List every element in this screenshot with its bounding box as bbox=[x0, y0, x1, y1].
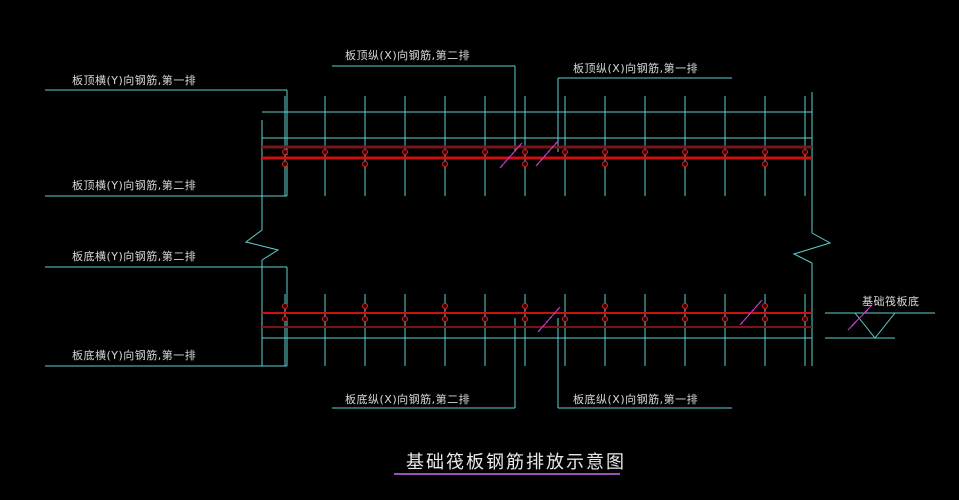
rebar-node-bottom-dense-0 bbox=[282, 316, 288, 322]
rebar-node-top-dense-1 bbox=[322, 149, 328, 155]
rebar-node-top-dense-12 bbox=[762, 149, 768, 155]
rebar-node-bottom-dense-1 bbox=[322, 316, 328, 322]
drawing-title: 基础筏板钢筋排放示意图 bbox=[406, 452, 626, 473]
rebar-node-top-sparse-3 bbox=[522, 161, 528, 167]
rebar-node-top-dense-13 bbox=[802, 149, 808, 155]
rebar-node-bottom-sparse-2 bbox=[442, 303, 448, 309]
rebar-node-bottom-dense-3 bbox=[402, 316, 408, 322]
rebar-node-top-sparse-6 bbox=[762, 161, 768, 167]
label-bottom-slab-y-rebar-row2: 板底横(Y)向钢筋,第二排 bbox=[72, 250, 197, 263]
rebar-node-top-sparse-1 bbox=[362, 161, 368, 167]
rebar-node-top-dense-10 bbox=[682, 149, 688, 155]
rebar-node-bottom-sparse-4 bbox=[602, 303, 608, 309]
rebar-node-top-dense-6 bbox=[522, 149, 528, 155]
magenta-tick-0 bbox=[499, 142, 523, 169]
magenta-tick-3 bbox=[847, 304, 873, 331]
rebar-node-bottom-dense-12 bbox=[762, 316, 768, 322]
break-symbol-left bbox=[244, 229, 280, 261]
rebar-node-bottom-dense-7 bbox=[562, 316, 568, 322]
rebar-node-top-sparse-0 bbox=[282, 161, 288, 167]
break-symbol-right bbox=[792, 232, 832, 264]
rebar-node-bottom-dense-5 bbox=[482, 316, 488, 322]
label-top-slab-x-rebar-row1: 板顶纵(X)向钢筋,第一排 bbox=[573, 62, 699, 75]
rebar-node-bottom-sparse-6 bbox=[762, 303, 768, 309]
magenta-tick-1 bbox=[535, 140, 559, 167]
rebar-node-top-dense-4 bbox=[442, 149, 448, 155]
label-bottom-slab-x-rebar-row1: 板底纵(X)向钢筋,第一排 bbox=[573, 393, 699, 406]
rebar-node-top-dense-2 bbox=[362, 149, 368, 155]
label-top-slab-y-rebar-row1: 板顶横(Y)向钢筋,第一排 bbox=[72, 74, 197, 87]
rebar-node-bottom-dense-6 bbox=[522, 316, 528, 322]
rebar-node-bottom-sparse-3 bbox=[522, 303, 528, 309]
magenta-tick-4 bbox=[537, 306, 561, 333]
rebar-node-bottom-dense-2 bbox=[362, 316, 368, 322]
rebar-node-bottom-dense-13 bbox=[802, 316, 808, 322]
rebar-node-top-sparse-5 bbox=[682, 161, 688, 167]
rebar-node-top-dense-8 bbox=[602, 149, 608, 155]
rebar-node-top-dense-5 bbox=[482, 149, 488, 155]
rebar-node-bottom-sparse-1 bbox=[362, 303, 368, 309]
magenta-tick-2 bbox=[739, 299, 763, 326]
rebar-node-top-dense-3 bbox=[402, 149, 408, 155]
rebar-node-bottom-dense-11 bbox=[722, 316, 728, 322]
rebar-node-bottom-dense-10 bbox=[682, 316, 688, 322]
label-foundation-raft-bottom: 基础筏板底 bbox=[862, 295, 920, 308]
rebar-node-top-dense-0 bbox=[282, 149, 288, 155]
rebar-node-bottom-sparse-5 bbox=[682, 303, 688, 309]
rebar-node-bottom-dense-9 bbox=[642, 316, 648, 322]
rebar-node-top-sparse-2 bbox=[442, 161, 448, 167]
label-bottom-slab-y-rebar-row1: 板底横(Y)向钢筋,第一排 bbox=[72, 349, 197, 362]
rebar-node-bottom-dense-8 bbox=[602, 316, 608, 322]
rebar-node-top-sparse-4 bbox=[602, 161, 608, 167]
rebar-node-top-dense-9 bbox=[642, 149, 648, 155]
rebar-node-bottom-dense-4 bbox=[442, 316, 448, 322]
rebar-node-top-dense-11 bbox=[722, 149, 728, 155]
rebar-node-top-dense-7 bbox=[562, 149, 568, 155]
rebar-node-bottom-sparse-0 bbox=[282, 303, 288, 309]
label-top-slab-x-rebar-row2: 板顶纵(X)向钢筋,第二排 bbox=[345, 49, 471, 62]
label-bottom-slab-x-rebar-row2: 板底纵(X)向钢筋,第二排 bbox=[345, 393, 471, 406]
label-top-slab-y-rebar-row2: 板顶横(Y)向钢筋,第二排 bbox=[72, 179, 197, 192]
